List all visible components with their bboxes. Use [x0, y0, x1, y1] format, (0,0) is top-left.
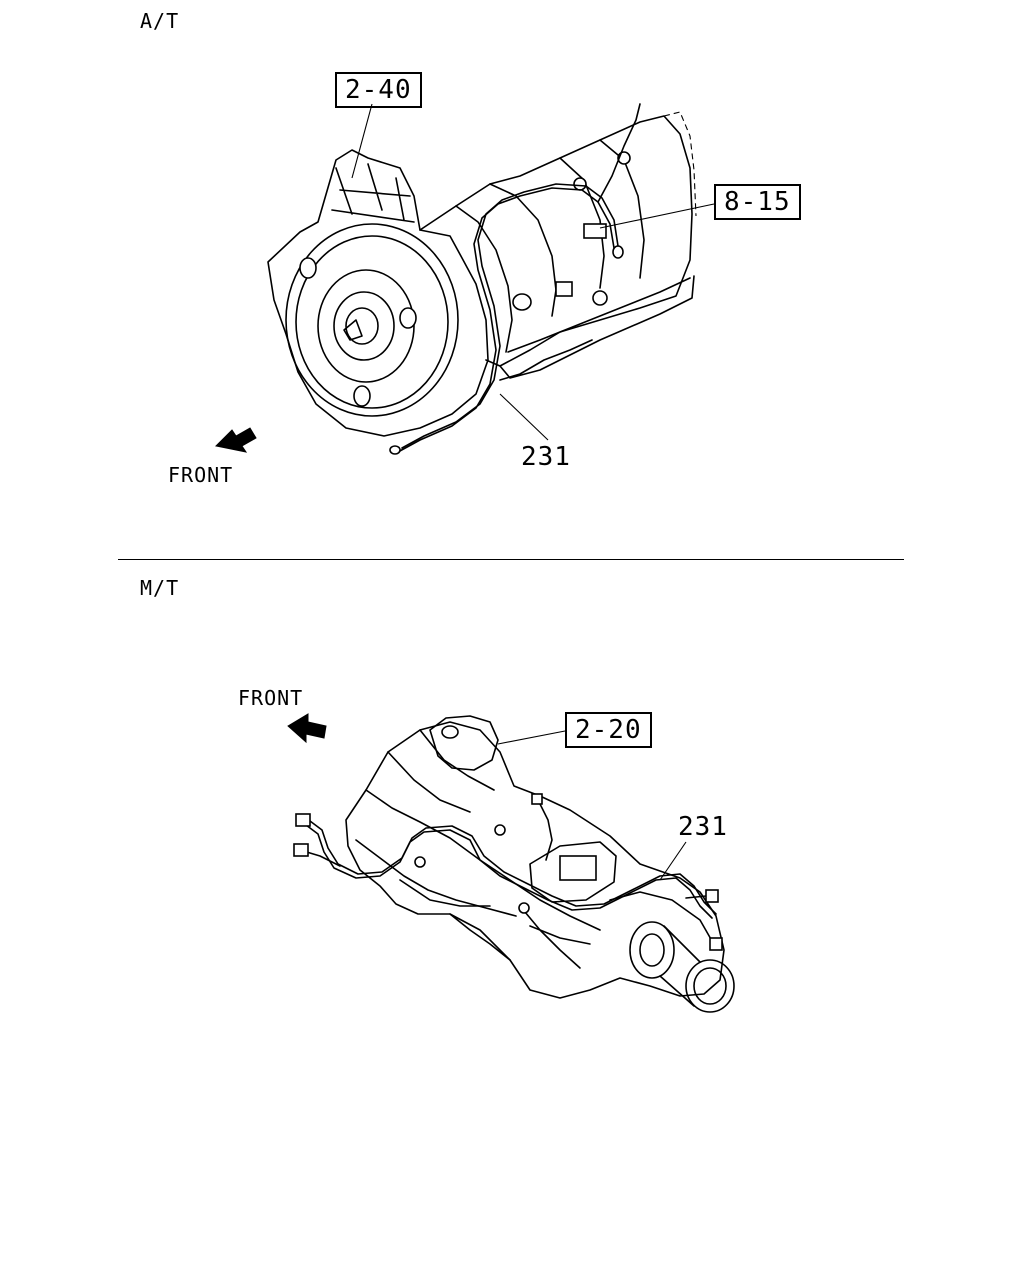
ref-box-8-15[interactable]: 8-15: [714, 184, 801, 220]
section-title-at: A/T: [140, 9, 180, 33]
section-title-mt: M/T: [140, 576, 180, 600]
front-label-mt: FRONT: [238, 686, 304, 710]
front-arrow-icon: [287, 713, 327, 744]
section-divider: [118, 559, 904, 560]
ref-box-2-40[interactable]: 2-40: [335, 72, 422, 108]
front-label-at: FRONT: [168, 463, 234, 487]
manual-transmission-drawing: [293, 715, 735, 1013]
part-number-231-mt[interactable]: 231: [678, 812, 728, 842]
front-arrow-icon: [214, 427, 257, 453]
part-number-231-at[interactable]: 231: [521, 442, 571, 472]
ref-box-2-20[interactable]: 2-20: [565, 712, 652, 748]
automatic-transmission-drawing: [267, 103, 715, 455]
